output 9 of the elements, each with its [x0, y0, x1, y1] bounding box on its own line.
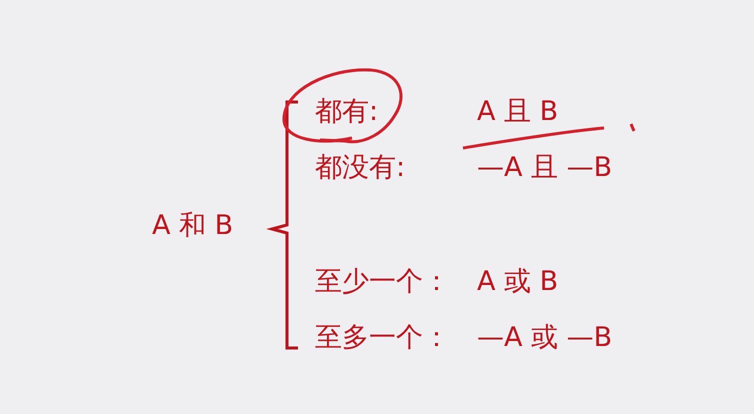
formula-text: A 或 B — [477, 266, 558, 298]
formula-text: —A 或 —B — [477, 322, 612, 354]
condition-text: 都有: — [315, 96, 378, 128]
condition-text: 至少一个： — [315, 266, 450, 298]
condition-text: 至多一个： — [315, 322, 450, 354]
subject-text: A 和 B — [152, 210, 234, 242]
formula-text: —A 且 —B — [477, 152, 612, 184]
condition-text: 都没有: — [315, 152, 406, 184]
formula-text: A 且 B — [477, 96, 558, 128]
